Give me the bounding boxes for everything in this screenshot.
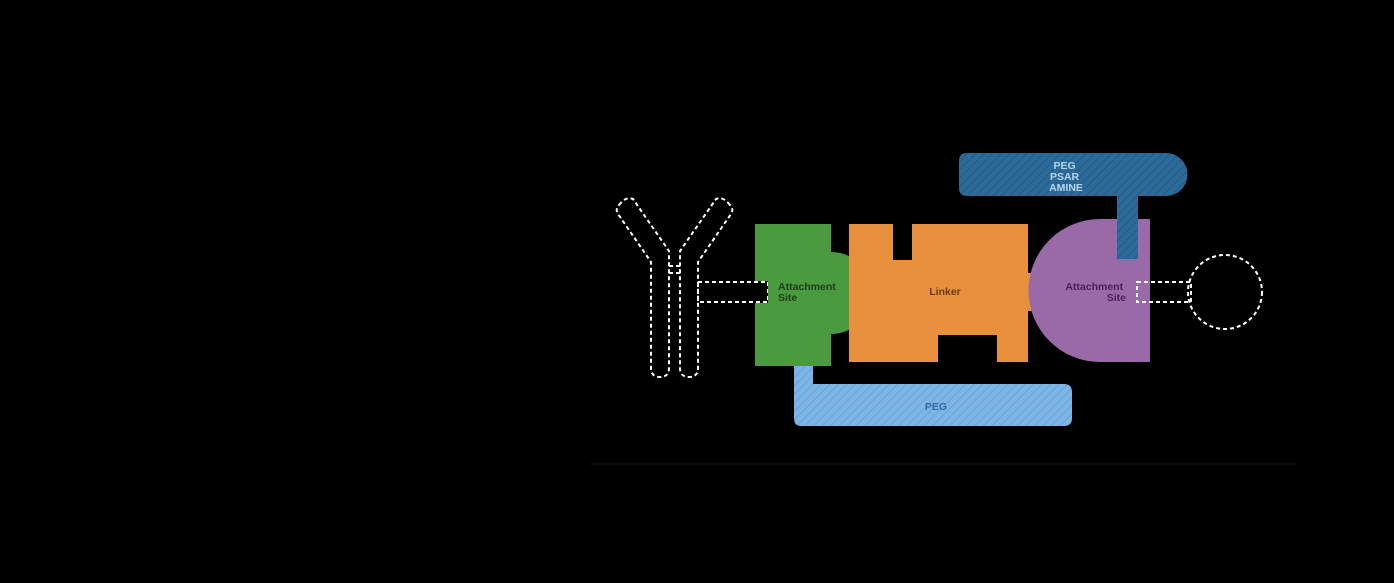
bottom-peg-tag [794, 348, 1072, 426]
left-attachment-label: Attachment Site [778, 281, 839, 304]
right-attachment-label: Attachment Site [1065, 281, 1126, 304]
linker-label: Linker [929, 286, 961, 298]
top-tag-label: PEG PSAR AMINE [1049, 160, 1083, 194]
payload-connector [1136, 281, 1192, 303]
antibody-connector [697, 281, 769, 303]
bottom-tag-label: PEG [925, 401, 947, 413]
top-peg-tag [959, 153, 1188, 259]
left-attachment-site [755, 224, 872, 366]
payload-circle-icon [1187, 254, 1263, 330]
linker-block [849, 224, 1057, 362]
antibody-icon [615, 197, 734, 379]
